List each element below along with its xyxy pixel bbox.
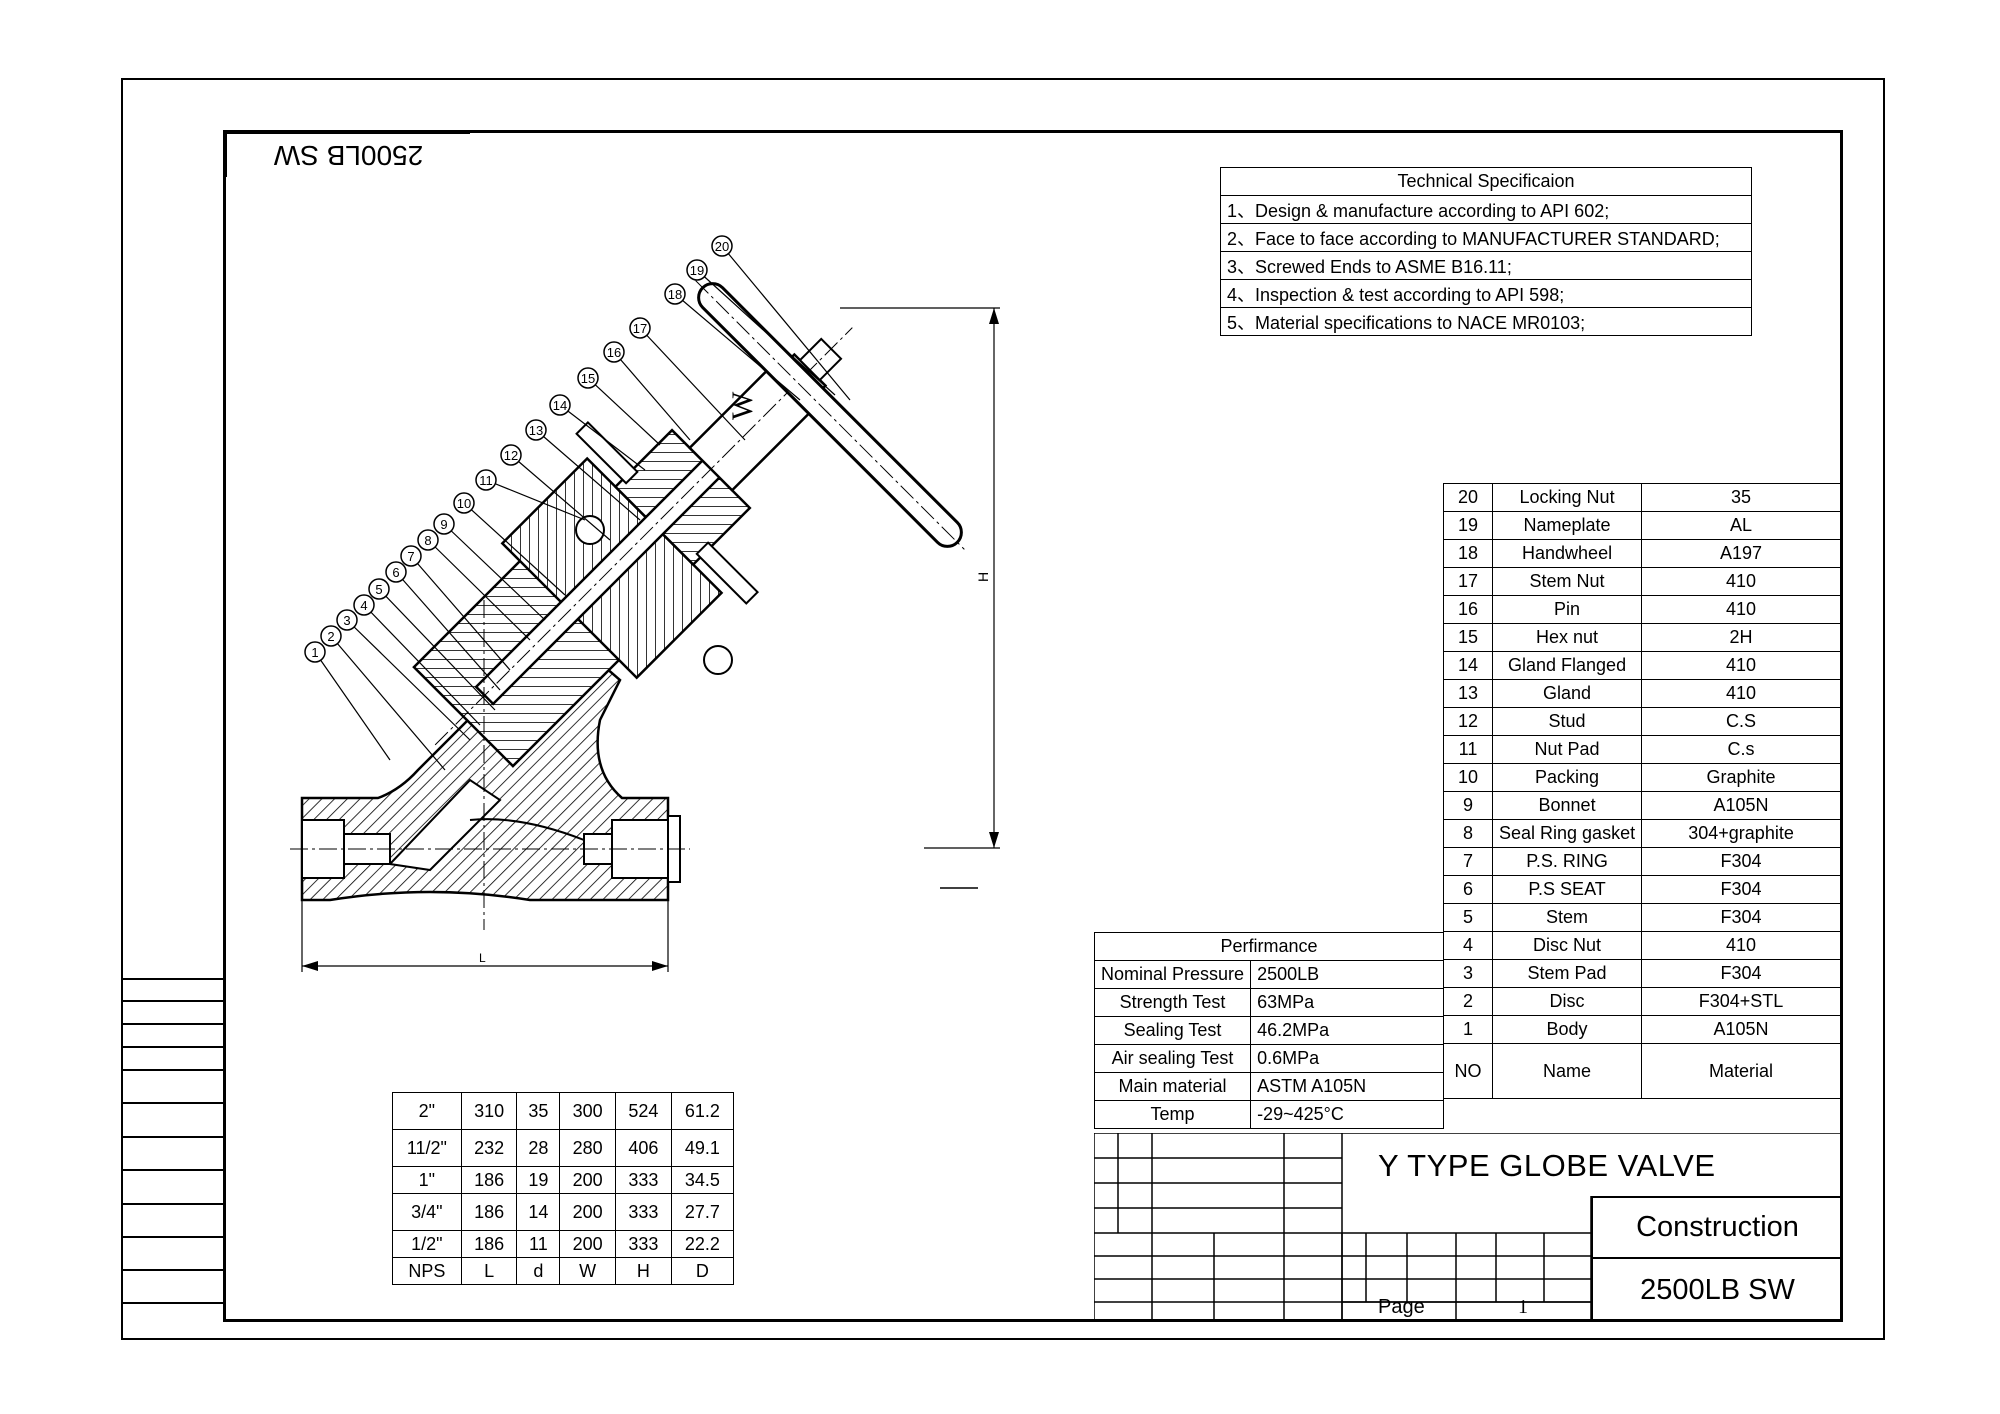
performance-title: Perfirmance	[1094, 932, 1444, 961]
balloon-3: 3	[343, 613, 350, 628]
dim-w-label: W	[726, 391, 759, 420]
balloon-16: 16	[607, 345, 621, 360]
margin-line	[121, 1236, 223, 1238]
balloon-group: 1 2 3 4 5 6 7 8 9 10 11 12	[304, 235, 851, 771]
drawing-inner-frame	[223, 130, 1843, 1322]
margin-line	[121, 1169, 223, 1171]
construction-label: Construction	[1591, 1196, 1842, 1259]
balloon-9: 9	[440, 517, 447, 532]
margin-line	[121, 978, 223, 980]
balloon-15: 15	[581, 371, 595, 386]
dim-h-label: H	[975, 572, 991, 582]
table-row: Temp-29~425°C	[1093, 1100, 1444, 1129]
page-label: Page	[1378, 1296, 1425, 1318]
balloon-11: 11	[479, 473, 493, 488]
balloon-6: 6	[392, 565, 399, 580]
balloon-5: 5	[375, 582, 382, 597]
balloon-4: 4	[360, 598, 367, 613]
margin-line	[121, 1000, 223, 1002]
page-number: 1	[1518, 1296, 1528, 1318]
balloon-10: 10	[457, 496, 471, 511]
balloon-17: 17	[633, 321, 647, 336]
technical-spec-table: Technical Specificaion 1、Design & manufa…	[1220, 167, 1752, 336]
margin-line	[121, 1302, 223, 1304]
tech-spec-item: 4、Inspection & test according to API 598…	[1220, 279, 1752, 308]
margin-line	[121, 1136, 223, 1138]
handwheel	[695, 280, 965, 550]
margin-line	[121, 1023, 223, 1025]
drawing-code: 2500LB SW	[1591, 1259, 1842, 1321]
drawing-outer-frame	[121, 78, 1885, 1340]
balloon-14: 14	[553, 398, 567, 413]
tech-spec-title: Technical Specificaion	[1220, 167, 1752, 196]
tech-spec-item: 3、Screwed Ends to ASME B16.11;	[1220, 251, 1752, 280]
margin-line	[121, 1203, 223, 1205]
balloon-7: 7	[407, 549, 414, 564]
margin-line	[121, 1046, 223, 1048]
tech-spec-item: 2、Face to face according to MANUFACTURER…	[1220, 223, 1752, 252]
balloon-2: 2	[327, 629, 334, 644]
tech-spec-item: 1、Design & manufacture according to API …	[1220, 195, 1752, 224]
balloon-20: 20	[715, 239, 729, 254]
balloon-8: 8	[424, 533, 431, 548]
tech-spec-item: 5、Material specifications to NACE MR0103…	[1220, 307, 1752, 336]
balloon-13: 13	[529, 423, 543, 438]
balloon-12: 12	[504, 448, 518, 463]
margin-line	[121, 1102, 223, 1104]
dim-l-label: L	[479, 951, 486, 965]
margin-line	[121, 1269, 223, 1271]
margin-line	[121, 1069, 223, 1071]
balloon-19: 19	[690, 263, 704, 278]
balloon-1: 1	[311, 645, 318, 660]
drawing-title: Y TYPE GLOBE VALVE	[1378, 1148, 1716, 1183]
balloon-18: 18	[668, 287, 682, 302]
